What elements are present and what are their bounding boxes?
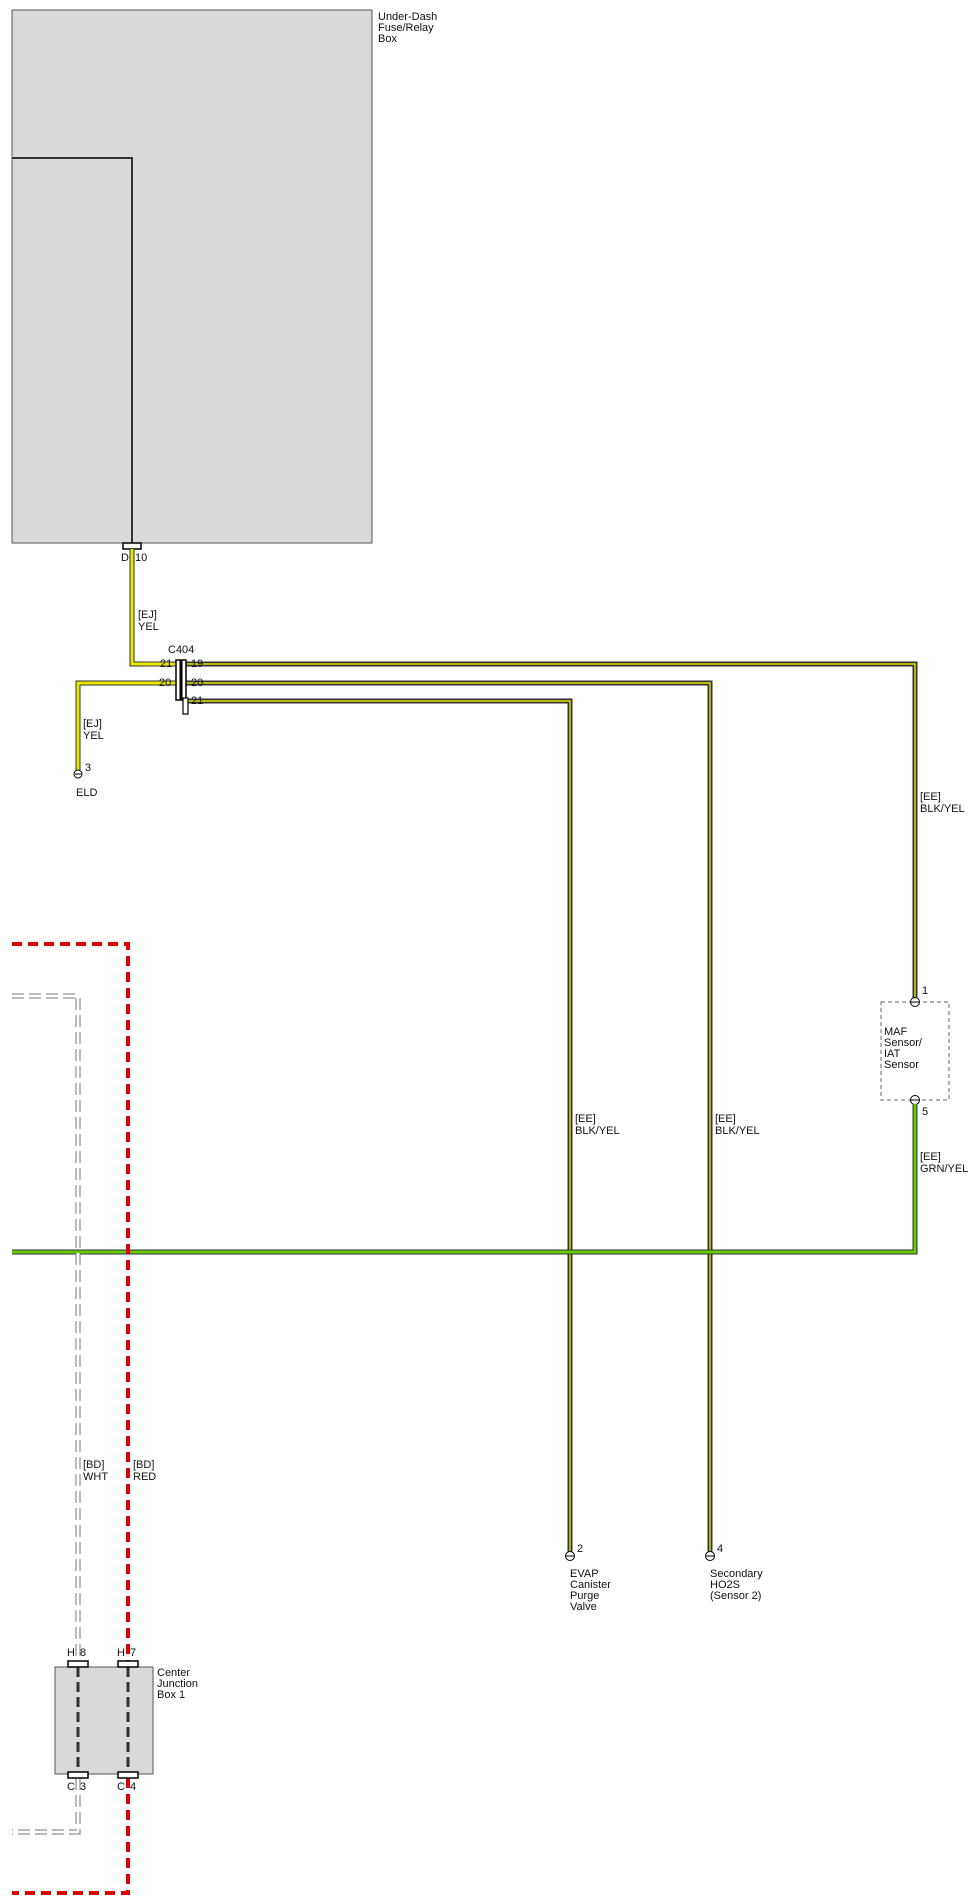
maf-label-4: Sensor (884, 1059, 919, 1071)
secondary-label-3: (Sensor 2) (710, 1590, 761, 1602)
pin-h8-number: 8 (80, 1647, 86, 1659)
wire-ej-yel-d10-inner (130, 549, 176, 666)
pin-c3-number: 3 (80, 1781, 86, 1793)
wire-wht-color: WHT (83, 1471, 108, 1483)
pin-evap: 2 (577, 1543, 583, 1555)
pin-c404-20-right: 20 (191, 677, 203, 689)
maf-label-3: IAT (884, 1048, 901, 1060)
wire-maf-color: BLK/YEL (920, 803, 965, 815)
wire-evap-code: [EE] (575, 1113, 596, 1125)
wire-ee-blkyel-evap-outer[interactable] (186, 698, 573, 1552)
wire-evap-color: BLK/YEL (575, 1125, 620, 1137)
wire-secondary-color: BLK/YEL (715, 1125, 760, 1137)
under-dash-box-label-3: Box (378, 33, 397, 45)
terminal-h7[interactable] (117, 1660, 139, 1668)
evap-label-4: Valve (570, 1601, 597, 1613)
wire-wht-code: [BD] (83, 1459, 104, 1471)
wire-red-code: [BD] (133, 1459, 154, 1471)
wire-bd-red-bottom[interactable] (12, 1778, 130, 1895)
center-junction-box-1 (54, 1666, 154, 1775)
connector-c404[interactable] (175, 659, 189, 715)
under-dash-box-label-2: Fuse/Relay (378, 22, 434, 34)
wire-grn-code: [EE] (920, 1151, 941, 1163)
wire-d10-code: [EJ] (138, 609, 157, 621)
secondary-label-2: HO2S (710, 1579, 740, 1591)
pin-c4-letter: C (117, 1781, 125, 1793)
pin-c3-letter: C (67, 1781, 75, 1793)
pin-c404-19: 19 (191, 658, 203, 670)
pin-secondary: 4 (717, 1543, 723, 1555)
wire-bd-wht-bottom-inner (12, 1778, 80, 1834)
wire-ee-blkyel-maf-outer[interactable] (186, 661, 918, 998)
under-dash-box-label-1: Under-Dash (378, 11, 437, 23)
wire-grn-color: GRN/YEL (920, 1163, 968, 1175)
wire-bd-wht-top-inner (12, 994, 80, 1661)
center-junction-label-1: Center (157, 1667, 190, 1679)
maf-iat-sensor (880, 1001, 950, 1101)
terminal-c3[interactable] (67, 1771, 89, 1779)
wire-ee-grnyel-outer[interactable] (12, 1104, 918, 1255)
terminal-c4[interactable] (117, 1771, 139, 1779)
wire-ee-grnyel-inner (12, 1104, 917, 1254)
terminal-d10[interactable] (122, 542, 142, 550)
wire-eld-color: YEL (83, 730, 104, 742)
pin-h7-letter: H (117, 1647, 125, 1659)
pin-maf-5: 5 (922, 1106, 928, 1118)
terminal-h8[interactable] (67, 1660, 89, 1668)
maf-label-2: Sensor/ (884, 1037, 923, 1049)
pin-h7-number: 7 (130, 1647, 136, 1659)
wire-ej-yel-eld-inner (76, 681, 176, 770)
wire-d10-color: YEL (138, 621, 159, 633)
wire-ee-blkyel-evap-inner (186, 700, 571, 1552)
maf-label-1: MAF (884, 1026, 908, 1038)
wire-bd-wht-top-outer[interactable] (12, 993, 81, 1661)
wire-secondary-code: [EE] (715, 1113, 736, 1125)
pin-d10-letter: D (121, 552, 129, 564)
pin-c4-number: 4 (130, 1781, 136, 1793)
wire-ee-blkyel-secondary-outer[interactable] (186, 680, 713, 1552)
center-junction-label-2: Junction (157, 1678, 198, 1690)
eld-label: ELD (76, 787, 97, 799)
wire-ee-blkyel-maf-inner (186, 663, 916, 998)
wire-maf-code: [EE] (920, 791, 941, 803)
center-junction-label-3: Box 1 (157, 1689, 185, 1701)
under-dash-fuse-relay-box (11, 9, 373, 544)
pin-d10-number: 10 (135, 552, 147, 564)
pin-c404-21-right: 21 (191, 695, 203, 707)
pin-eld: 3 (85, 762, 91, 774)
wire-red-color: RED (133, 1471, 156, 1483)
evap-label-2: Canister (570, 1579, 611, 1591)
internal-circuit-line (12, 157, 133, 546)
secondary-label-1: Secondary (710, 1568, 763, 1580)
connector-c404-label: C404 (168, 644, 194, 656)
wire-ee-blkyel-secondary-inner (186, 682, 711, 1552)
evap-label-1: EVAP (570, 1568, 599, 1580)
wire-bd-red-top[interactable] (12, 942, 130, 1661)
pin-maf-1: 1 (922, 985, 928, 997)
pin-c404-20-left: 20 (159, 677, 171, 689)
pin-h8-letter: H (67, 1647, 75, 1659)
wire-eld-code: [EJ] (83, 718, 102, 730)
evap-label-3: Purge (570, 1590, 599, 1602)
pin-c404-21-left: 21 (160, 658, 172, 670)
